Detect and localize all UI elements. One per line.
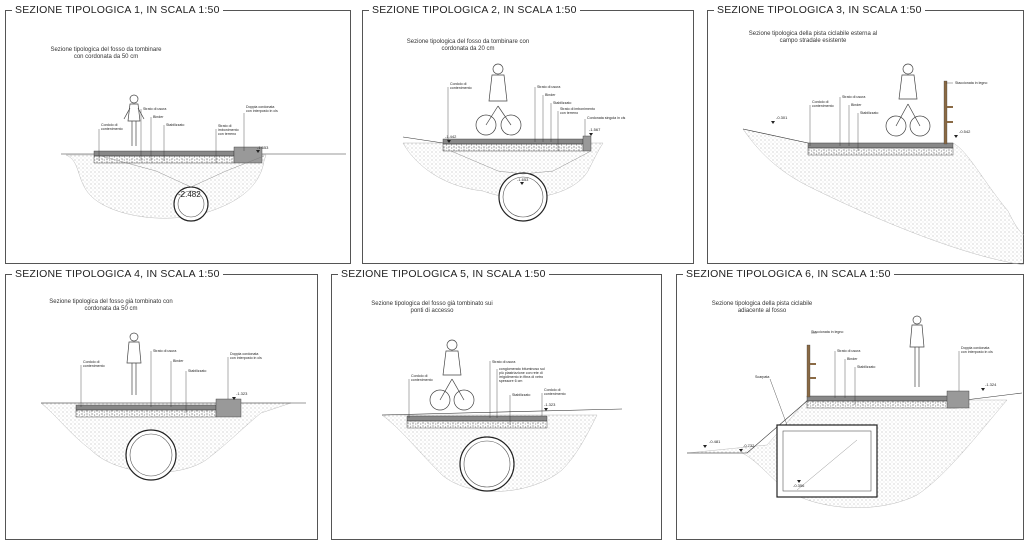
label-staccionata: Staccionata in legno xyxy=(955,81,987,85)
level-mark: -0.356 xyxy=(793,483,805,488)
svg-text:contenimento: contenimento xyxy=(101,127,123,131)
section-title: SEZIONE TIPOLOGICA 2, IN SCALA 1:50 xyxy=(369,4,580,16)
level-mark: -1.567 xyxy=(589,127,601,132)
label-staccionata: Staccionata in legno xyxy=(811,330,843,334)
section-description: Sezione tipologica del fosso da tombinar… xyxy=(50,47,162,60)
label-imbonimento: Strato di imbonimento xyxy=(560,107,595,111)
label-usura: Strato di usura xyxy=(837,349,860,353)
label-stabilizzato: Stabilizzato xyxy=(857,365,875,369)
section-title: SEZIONE TIPOLOGICA 5, IN SCALA 1:50 xyxy=(338,268,549,280)
cyclist-figure xyxy=(885,63,931,137)
label-stabilizzato: Stabilizzato xyxy=(512,393,530,397)
section-title: SEZIONE TIPOLOGICA 1, IN SCALA 1:50 xyxy=(12,4,223,16)
level-mark: -0.542 xyxy=(959,129,971,134)
level-mark: -1.653 xyxy=(257,145,269,150)
cyclist-figure xyxy=(429,339,475,411)
cross-section-drawing: Cordolo di contenimento Strato di usura … xyxy=(61,94,346,222)
level-mark: -1.653 xyxy=(517,177,529,182)
level-mark: -1.323 xyxy=(236,391,248,396)
label-imbonimento: Strato di xyxy=(218,124,232,128)
svg-text:con interposto in cls: con interposto in cls xyxy=(246,109,278,113)
section-panel-4: SEZIONE TIPOLOGICA 4, IN SCALA 1:50 Sezi… xyxy=(5,268,318,540)
section-title: SEZIONE TIPOLOGICA 3, IN SCALA 1:50 xyxy=(714,4,925,16)
cross-section-drawing: Cordolo di contenimento Strato di usura … xyxy=(742,63,1024,266)
svg-text:irrigidimento in fibra di vetr: irrigidimento in fibra di vetro xyxy=(499,375,543,379)
section-panel-5: SEZIONE TIPOLOGICA 5, IN SCALA 1:50 Sezi… xyxy=(331,268,662,540)
label-binder: Binder xyxy=(153,115,164,119)
label-cordolo: Cordolo di xyxy=(544,388,561,392)
label-stabilizzato: Stabilizzato xyxy=(166,123,184,127)
label-usura: Strato di usura xyxy=(143,107,166,111)
level-mark: -0.481 xyxy=(709,439,721,444)
label-usura: Strato di usura xyxy=(537,85,560,89)
label-usura: Strato di usura xyxy=(153,349,176,353)
section-description: Sezione tipologica del fosso da tombinar… xyxy=(406,39,530,52)
section-description: Sezione tipologica della pista ciclabile… xyxy=(748,31,878,44)
svg-text:più piastrizzione con rete di: più piastrizzione con rete di xyxy=(499,371,543,375)
label-usura: Strato di usura xyxy=(492,360,515,364)
label-conglomerato: conglomerato bituminoso sul xyxy=(499,367,545,371)
label-cordolo: Cordolo di xyxy=(812,100,829,104)
label-cordolo: Cordolo di xyxy=(450,82,467,86)
svg-text:con interposto in cls: con interposto in cls xyxy=(961,350,993,354)
level-mark: -0.732 xyxy=(743,443,755,448)
section-description: Sezione tipologica del fosso già tombina… xyxy=(371,301,493,314)
svg-text:imbonimento: imbonimento xyxy=(218,128,239,132)
svg-text:contenimento: contenimento xyxy=(83,364,105,368)
cross-section-drawing: Staccionata in legno Strato di usura Bin… xyxy=(686,315,1023,508)
level-mark: -2.482 xyxy=(178,190,201,199)
section-title: SEZIONE TIPOLOGICA 4, IN SCALA 1:50 xyxy=(12,268,223,280)
level-mark: -1.324 xyxy=(985,382,997,387)
label-stabilizzato: Stabilizzato xyxy=(188,369,206,373)
section-panel-3: SEZIONE TIPOLOGICA 3, IN SCALA 1:50 Sezi… xyxy=(707,4,1024,266)
svg-text:contenimento: contenimento xyxy=(450,86,472,90)
svg-text:contenimento: contenimento xyxy=(544,392,566,396)
label-cordonata: Cordonata singola in cls xyxy=(587,116,626,120)
svg-text:contenimento: contenimento xyxy=(411,378,433,382)
svg-text:con interposto in cls: con interposto in cls xyxy=(230,356,262,360)
cyclist-figure xyxy=(909,315,925,387)
label-doppia: Doppia cordonata xyxy=(961,346,989,350)
label-stabilizzato: Stabilizzato xyxy=(553,101,571,105)
level-mark: -1.442 xyxy=(445,134,457,139)
level-mark: -0.301 xyxy=(776,115,788,120)
label-doppia: Doppia cordonata xyxy=(230,352,258,356)
label-cordolo: Cordolo di xyxy=(411,374,428,378)
section-description: Sezione tipologica della pista ciclabile… xyxy=(711,301,813,314)
label-binder: Binder xyxy=(173,359,184,363)
svg-text:spessore 6 cm: spessore 6 cm xyxy=(499,379,522,383)
cyclist-figure xyxy=(475,63,522,136)
label-binder: Binder xyxy=(851,103,862,107)
section-title: SEZIONE TIPOLOGICA 6, IN SCALA 1:50 xyxy=(683,268,894,280)
section-panel-6: SEZIONE TIPOLOGICA 6, IN SCALA 1:50 Sezi… xyxy=(676,268,1024,540)
section-panel-1: SEZIONE TIPOLOGICA 1, IN SCALA 1:50 Sezi… xyxy=(5,4,351,264)
level-mark: -1.323 xyxy=(544,402,556,407)
label-cordolo: Cordolo di xyxy=(101,123,118,127)
label-cordolo: Cordolo di xyxy=(83,360,100,364)
label-scarpata: Scarpata xyxy=(755,375,769,379)
label-binder: Binder xyxy=(545,93,556,97)
section-description: Sezione tipologica del fosso già tombina… xyxy=(49,299,173,312)
svg-text:con terreno: con terreno xyxy=(218,132,236,136)
svg-text:contenimento: contenimento xyxy=(812,104,834,108)
cross-section-drawing: Cordolo di contenimento Strato di usura … xyxy=(402,63,626,222)
cross-section-drawing: Cordolo di contenimento Strato di usura … xyxy=(40,332,306,481)
section-panel-2: SEZIONE TIPOLOGICA 2, IN SCALA 1:50 Sezi… xyxy=(362,4,694,264)
label-usura: Strato di usura xyxy=(842,95,865,99)
label-stabilizzato: Stabilizzato xyxy=(860,111,878,115)
svg-text:con terreno: con terreno xyxy=(560,111,578,115)
label-doppia: Doppia cordonata xyxy=(246,105,274,109)
cyclist-figure xyxy=(126,332,142,395)
label-binder: Binder xyxy=(847,357,858,361)
cross-section-drawing: Cordolo di contenimento Strato di usura … xyxy=(381,339,623,492)
